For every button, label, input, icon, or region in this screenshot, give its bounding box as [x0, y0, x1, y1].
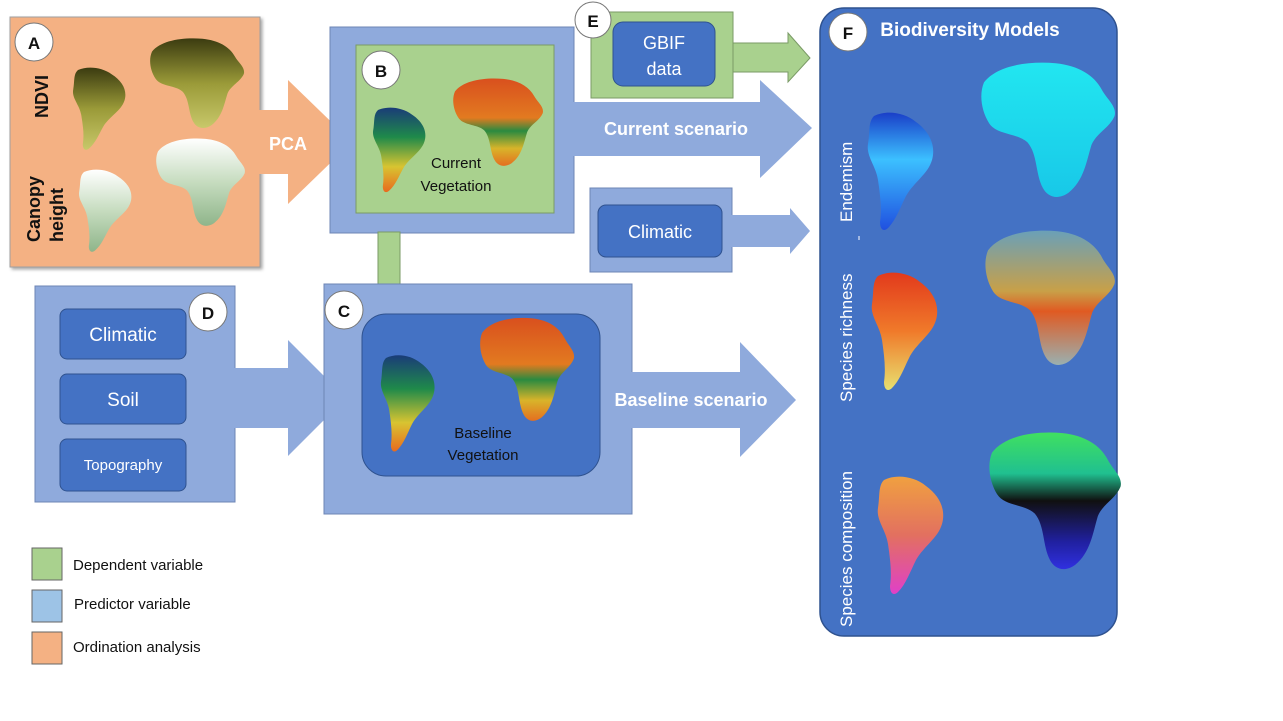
soil-label: Soil — [107, 390, 139, 411]
soil-box — [59, 373, 187, 425]
panel-c-badge-text: C — [338, 302, 350, 321]
panel-f-title: Biodiversity Models — [880, 20, 1060, 41]
climatic-box — [59, 308, 187, 360]
legend-label-ordination: Ordination analysis — [73, 639, 201, 656]
panel-a-badge: A — [14, 22, 54, 62]
canopy-label-line2: height — [47, 188, 67, 242]
endemism-label: Endemism — [837, 142, 856, 222]
panel-b-badge-text: B — [375, 62, 387, 81]
canopy-label-line1: Canopy — [24, 176, 44, 242]
pca-label: PCA — [269, 134, 307, 154]
species-richness-label: Species richness — [837, 273, 856, 402]
legend-label-predictor: Predictor variable — [74, 596, 191, 613]
panel-d-badge: D — [188, 292, 228, 332]
gbif-arrow — [732, 31, 811, 84]
gbif-data-box — [612, 21, 716, 87]
baseline-vegetation-line1: Baseline — [454, 425, 512, 442]
d-to-c-arrow — [233, 340, 346, 456]
legend: Dependent variable Predictor variable Or… — [31, 547, 203, 665]
topography-label: Topography — [84, 457, 163, 474]
baseline-scenario-label: Baseline scenario — [614, 390, 767, 410]
baseline-vegetation-line2: Vegetation — [448, 447, 519, 464]
current-vegetation-line1: Current — [431, 155, 482, 172]
panel-a-badge-text: A — [28, 34, 40, 53]
pca-arrow — [258, 80, 352, 204]
gbif-line1: GBIF — [643, 33, 685, 53]
species-composition-label: Species composition — [837, 471, 856, 627]
panel-d-badge-text: D — [202, 304, 214, 323]
climatic-current-box — [597, 204, 723, 258]
panel-c-badge: C — [324, 290, 364, 330]
panel-e-badge-text: E — [587, 12, 598, 31]
legend-label-dependent: Dependent variable — [73, 557, 203, 574]
panel-f-badge-text: F — [843, 24, 853, 43]
current-scenario-label: Current scenario — [604, 119, 748, 139]
baseline-scenario-arrow — [630, 342, 796, 457]
panel-f-badge: F — [828, 12, 868, 52]
legend-swatch-dependent — [31, 547, 63, 581]
climatic-label: Climatic — [89, 325, 157, 346]
topography-box — [59, 438, 187, 492]
climatic-current-arrow — [731, 208, 810, 254]
panel-b-badge: B — [361, 50, 401, 90]
climatic-current-label: Climatic — [628, 222, 692, 242]
current-scenario-arrow — [572, 80, 812, 178]
gbif-line2: data — [646, 59, 682, 79]
legend-swatch-predictor — [31, 589, 63, 623]
current-vegetation-line2: Vegetation — [421, 178, 492, 195]
legend-swatch-ordination — [31, 631, 63, 665]
ndvi-label: NDVI — [32, 75, 52, 118]
panel-e-badge: E — [574, 1, 612, 39]
